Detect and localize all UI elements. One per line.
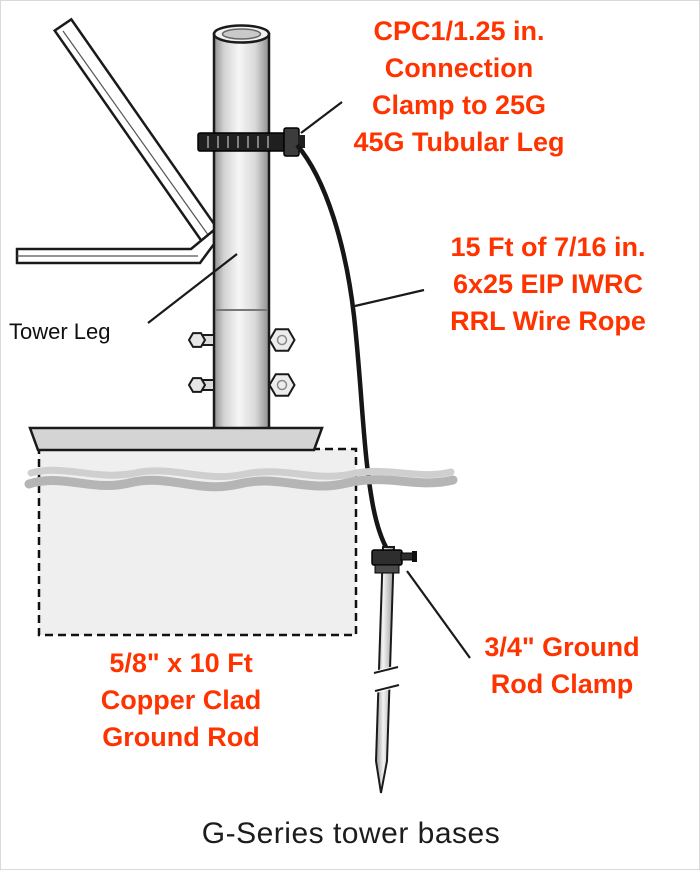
connection-clamp-graphic: [197, 127, 305, 157]
diagram-caption: G-Series tower bases: [201, 817, 501, 850]
ground-rod-label: 5/8" x 10 Ft Copper Clad Ground Rod: [100, 648, 262, 752]
pointer-tower-leg-label: [147, 253, 238, 324]
tower-leg-label: Tower Leg: [9, 319, 111, 344]
pointer-lines: [147, 101, 471, 659]
horizontal-brace-graphic: [15, 227, 216, 265]
flange-bolts-graphic: [187, 328, 296, 397]
concrete-base-graphic: [37, 447, 358, 637]
grade-line-graphic: [24, 466, 458, 492]
ground-rod-clamp-graphic: [371, 549, 417, 574]
wire-rope-label: 15 Ft of 7/16 in. 6x25 EIP IWRC RRL Wire…: [450, 232, 646, 336]
pointer-clamp-label: [300, 101, 343, 134]
ground-rod-clamp-label: 3/4" Ground Rod Clamp: [484, 632, 640, 699]
wire-rope-graphic: [295, 143, 392, 556]
diagonal-brace-graphic: [52, 17, 222, 245]
pointer-rope-label: [354, 288, 425, 308]
pointer-rod-clamp-label: [406, 570, 471, 659]
connection-clamp-label: CPC1/1.25 in. Connection Clamp to 25G 45…: [353, 16, 565, 157]
base-plate-graphic: [28, 426, 324, 452]
tower-leg-graphic: [212, 24, 271, 436]
ground-rod-graphic: [373, 546, 400, 794]
